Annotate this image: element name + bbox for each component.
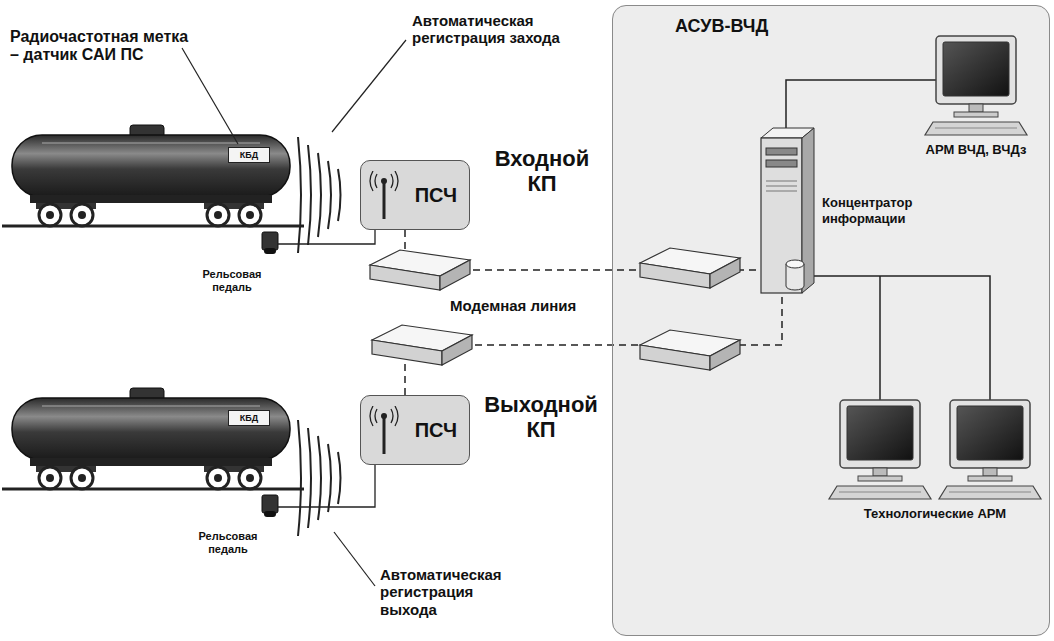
tank-wagon xyxy=(2,125,304,226)
rail-pedal xyxy=(262,232,278,254)
node-text: Технологические АРМ xyxy=(864,506,1006,521)
network-branch xyxy=(879,276,881,400)
network-link xyxy=(786,80,936,128)
computer-icon xyxy=(825,398,1045,502)
node-text: АРМ ВЧД, ВЧДз xyxy=(926,142,1027,157)
radio-waves xyxy=(298,137,341,253)
callout-label: Модемная линия xyxy=(450,297,576,314)
reader-box: ПСЧ xyxy=(360,160,470,230)
modem xyxy=(640,248,740,288)
leader-line xyxy=(334,532,375,586)
callout-label: Автоматическая регистрация захода xyxy=(412,12,584,47)
node-text: КБД xyxy=(240,150,258,160)
radio-waves xyxy=(298,420,341,536)
callout-label: Рельсовая педаль xyxy=(186,268,278,293)
point-heading: Выходной КП xyxy=(474,392,608,443)
node-text: АСУВ-ВЧД xyxy=(675,16,768,37)
computer-icon xyxy=(939,400,1041,499)
leader-line xyxy=(182,48,238,144)
pedal-wire xyxy=(278,230,375,244)
computer-icon xyxy=(829,400,931,499)
callout-label: Рельсовая педаль xyxy=(182,530,274,555)
callout-label: Радиочастотная метка – датчик САИ ПС xyxy=(10,28,190,65)
antenna-icon xyxy=(369,171,399,221)
server: Концентратор информации xyxy=(756,126,946,296)
node-text: ПСЧ xyxy=(415,184,457,207)
node-text: ПСЧ xyxy=(415,419,457,442)
rail-pedal xyxy=(262,495,278,517)
network-link xyxy=(804,276,990,400)
computer-icon xyxy=(925,36,1027,135)
pedal-wire xyxy=(278,465,375,507)
computer-icon xyxy=(921,34,1031,138)
callout-label: Автоматическая регистрация выхода xyxy=(380,566,512,618)
node-text: КБД xyxy=(240,413,258,423)
system-panel: АСУВ-ВЧД АРМ ВЧД, ВЧДзКонцентратор информ… xyxy=(612,5,1050,636)
rfid-tag: КБД xyxy=(228,410,270,426)
rfid-tag: КБД xyxy=(228,147,270,163)
tank-wagon xyxy=(2,388,304,489)
panel-ground xyxy=(612,5,1050,636)
server-icon xyxy=(756,126,816,296)
workstation: АРМ ВЧД, ВЧДз xyxy=(891,34,1054,157)
node-text: Концентратор информации xyxy=(822,195,940,226)
point-heading: Входной КП xyxy=(480,146,604,197)
server-icon xyxy=(761,128,814,293)
reader-box: ПСЧ xyxy=(360,395,470,465)
modem xyxy=(370,250,470,290)
antenna-icon xyxy=(369,406,399,456)
modem xyxy=(640,330,740,370)
modem xyxy=(372,325,472,365)
workstation-group: Технологические АРМ xyxy=(825,398,1045,521)
leader-line xyxy=(332,40,406,132)
